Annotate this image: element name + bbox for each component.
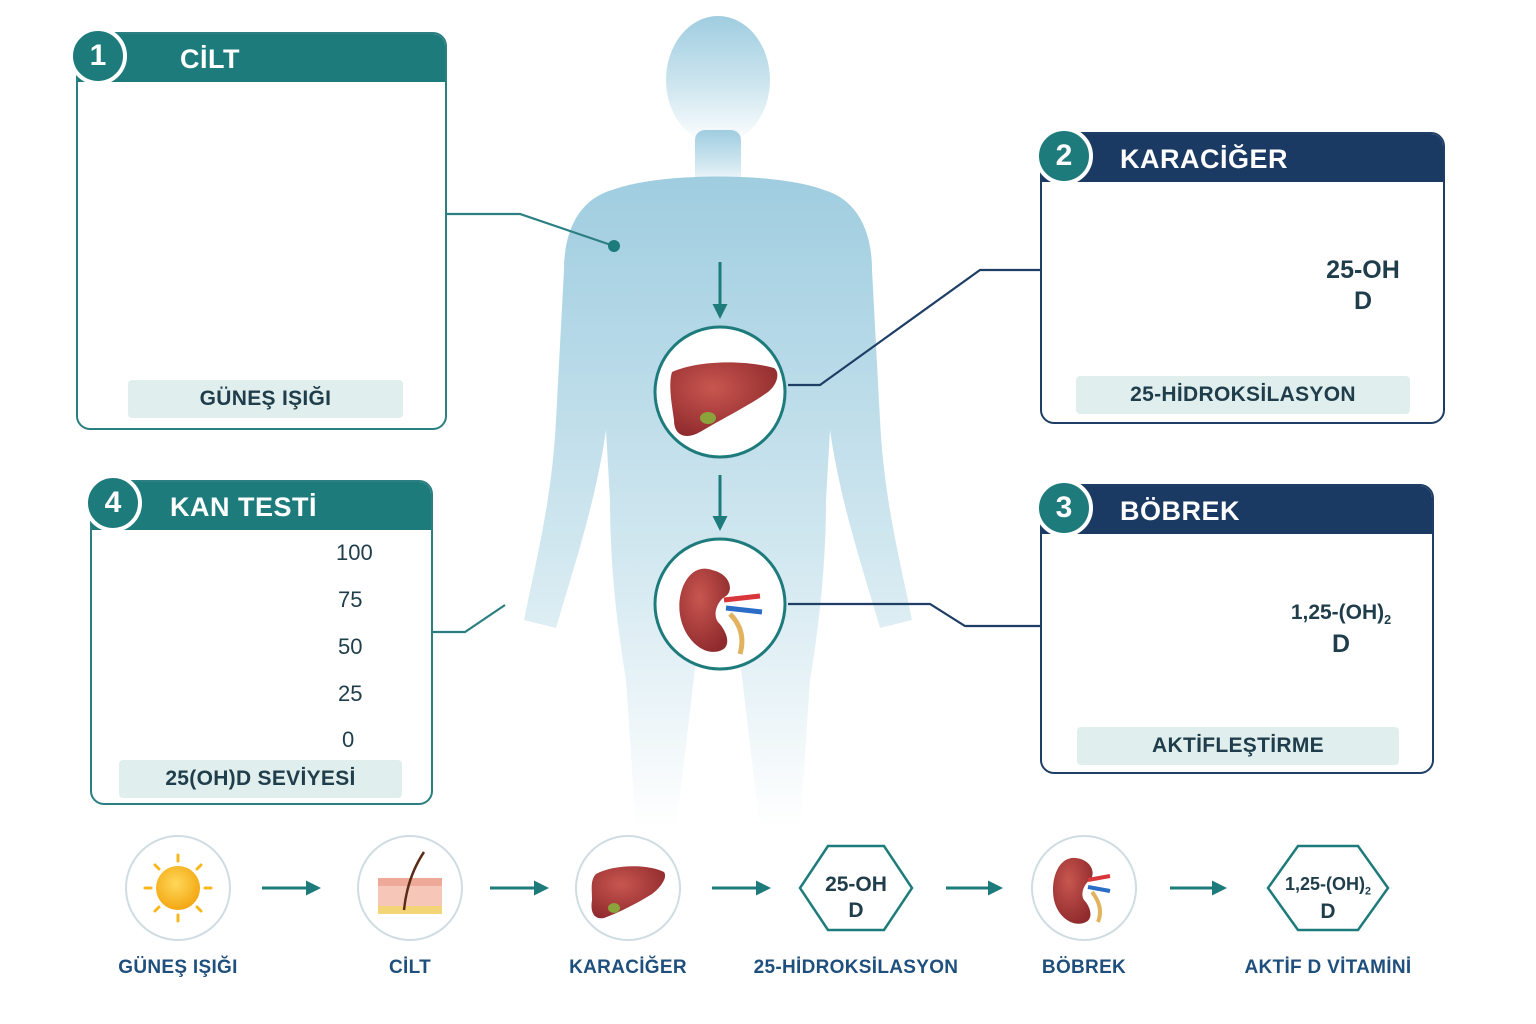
blood-test-panel: KAN TESTİ 25(OH)D SEVİYESİ — [90, 480, 433, 805]
liver-step-badge: 2 — [1035, 127, 1093, 185]
flow-label-skin: CİLT — [388, 957, 431, 978]
scale-label-0: 0 — [342, 727, 355, 752]
scale-label-75: 75 — [338, 587, 363, 612]
liver-panel-title: KARACİĞER — [1120, 144, 1289, 174]
skin-panel-title: CİLT — [180, 44, 240, 74]
liver-panel-header — [1042, 134, 1443, 182]
liver-product-label: 25-OH D — [1326, 256, 1400, 316]
bottom-flow — [125, 835, 1390, 941]
flow-label-kidney: BÖBREK — [1041, 957, 1127, 978]
blood-test-panel-header — [92, 482, 431, 530]
flow-label-hydroxylation: 25-HİDROKSİLASYON — [753, 957, 959, 978]
scale-label-50: 50 — [338, 634, 363, 659]
body-liver-circle — [653, 325, 787, 459]
skin-panel-caption: GÜNEŞ IŞIĞI — [128, 380, 403, 418]
scale-label-100: 100 — [336, 540, 373, 565]
skin-step-badge: 1 — [69, 27, 127, 85]
flow-label-active-vitamin-d: AKTİF D VİTAMİNİ — [1244, 957, 1412, 978]
body-kidney-circle — [653, 537, 787, 671]
blood-test-panel-title: KAN TESTİ — [170, 492, 318, 522]
flow-hex-active-label: 1,25-(OH)2 D — [1284, 874, 1372, 924]
skin-panel-header — [78, 34, 445, 82]
kidney-panel-caption: AKTİFLEŞTİRME — [1077, 727, 1399, 765]
kidney-panel-header — [1042, 486, 1432, 534]
connector-lines — [433, 212, 1040, 634]
liver-panel: KARACİĞER 25-HİDROKSİLASYON — [1040, 132, 1445, 424]
human-silhouette — [524, 16, 912, 830]
scale-label-25: 25 — [338, 681, 363, 706]
flow-hex-25oh-label: 25-OH D — [825, 873, 887, 923]
flow-label-liver: KARACİĞER — [569, 957, 687, 978]
liver-panel-caption: 25-HİDROKSİLASYON — [1076, 376, 1410, 414]
flow-label-sunlight: GÜNEŞ IŞIĞI — [118, 957, 238, 978]
kidney-panel-title: BÖBREK — [1120, 496, 1241, 526]
kidney-step-badge: 3 — [1035, 479, 1093, 537]
blood-test-step-badge: 4 — [84, 474, 142, 532]
kidney-panel: BÖBREK AKTİFLEŞTİRME — [1040, 484, 1434, 774]
blood-test-panel-caption: 25(OH)D SEVİYESİ — [119, 760, 402, 798]
skin-panel: CİLT GÜNEŞ IŞIĞI — [76, 32, 447, 430]
kidney-product-label: 1,25-(OH)2 D — [1290, 601, 1392, 658]
